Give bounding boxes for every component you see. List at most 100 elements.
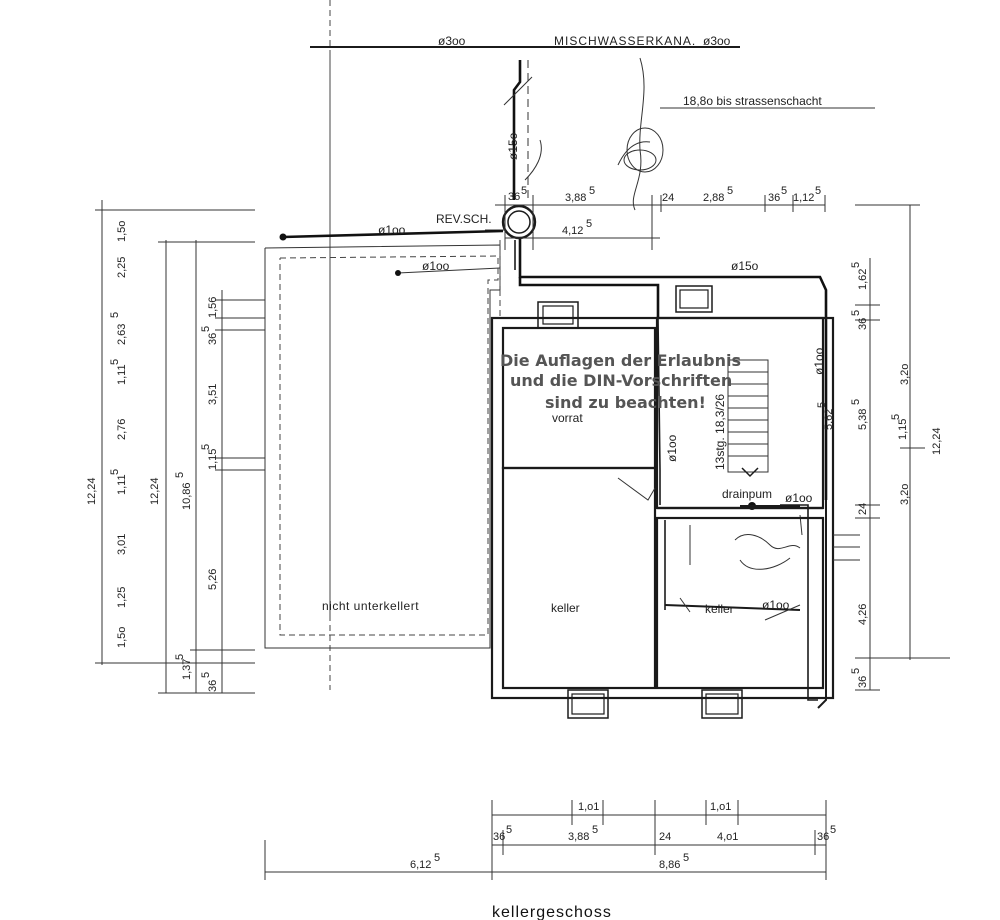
dim-bottom-9: 8,86 [659,859,680,871]
dim-right-8: 3,2o [899,484,911,505]
room-label-cellar-right: keller [705,602,734,616]
dim-left-c6: 1,5o [116,627,128,648]
dim-right-7: 3,2o [899,364,911,385]
dim-left-c9: 1,5o [116,221,128,242]
dim-left-c7: 1,25 [116,587,128,608]
room-label-cellar-left: keller [551,601,580,615]
dim-top-6: 1,12 [793,192,814,204]
dim-bottom-7-sup: 5 [830,824,836,836]
dim-left-c4-sup: 5 [109,469,121,475]
dim-bottom-8: 6,12 [410,859,431,871]
dim-top-4: 2,88 [703,192,724,204]
dim-bottom-1: 1,o1 [578,801,599,813]
dim-bottom-9-sup: 5 [683,852,689,864]
stamp-line-3: sind zu beachten! [545,393,706,412]
door-swing [617,477,656,501]
vertical-pipe-dia: ø15o [506,132,520,160]
dim-bottom-3-sup: 5 [506,824,512,836]
dim-left-b1: 3,51 [207,384,219,405]
dim-bottom-6: 4,o1 [717,831,738,843]
left-dimension-chains [95,200,265,694]
pipe-label-5: ø1oo [665,434,679,462]
dim-top-2-sup: 5 [589,185,595,197]
inspection-label: REV.SCH. [436,212,492,226]
dim-bottom-4-sup: 5 [592,824,598,836]
connection-label: 18,8o bis strassenschacht [683,94,822,108]
dim-top-4-sup: 5 [727,185,733,197]
dim-left-b4: 36 [207,333,219,345]
dim-right-1-sup: 5 [850,262,862,268]
dim-left-c2: 1,11 [116,364,128,385]
drawing-title: kellergeschoss [492,904,612,920]
dim-right-4: 24 [857,503,869,515]
dim-bottom-5: 24 [659,831,671,843]
staircase [727,359,769,478]
dim-top-5-sup: 5 [781,185,787,197]
pipe-label-6: ø1oo [762,598,790,612]
stairs-label: 13stg. 18,3/26 [713,394,727,470]
dim-left-4-sup: 5 [174,654,186,660]
dim-top-7-sup: 5 [586,218,592,230]
right-dimension-chains [833,204,950,691]
stamp-line-2: und die DIN-Vorschriften [510,371,732,390]
dim-right-9: 12,24 [931,427,943,455]
dim-left-b5: 1,56 [207,297,219,318]
dim-right-6: 36 [857,676,869,688]
dim-top-1-sup: 5 [521,185,527,197]
dim-left-b2: 5,26 [207,569,219,590]
dim-right-10-sup: 5 [890,414,902,420]
dim-right-2: 36 [857,318,869,330]
dim-top-6-sup: 5 [815,185,821,197]
dim-bottom-2: 1,o1 [710,801,731,813]
dim-bottom-7: 36 [817,831,829,843]
dim-right-3: 5,38 [857,409,869,430]
dim-bottom-4: 3,88 [568,831,589,843]
drain-pipes [279,229,828,709]
stamp-line-1: Die Auflagen der Erlaubnis [500,351,741,370]
pipe-label-1: ø1oo [378,223,406,237]
dim-left-c8: 2,25 [116,257,128,278]
connection-pipe [503,60,875,200]
room-label-not-excavated: nicht unterkellert [322,599,419,613]
sewer-main [310,0,740,690]
dim-left-c1: 2,63 [116,324,128,345]
dim-left-b3-sup: 5 [200,444,212,450]
dim-left-b3: 1,15 [207,449,219,470]
dim-right-2-sup: 5 [850,310,862,316]
scribble-mark [524,57,664,211]
dim-right-3-sup: 5 [850,399,862,405]
dim-top-3: 24 [662,192,674,204]
dim-left-5: 36 [207,680,219,692]
dim-top-7: 4,12 [562,225,583,237]
dim-left-3: 10,86 [181,482,193,510]
dim-top-5: 36 [768,192,780,204]
dim-left-4: 1,37 [181,659,193,680]
pipe-label-2: ø1oo [422,259,450,273]
dim-bottom-3: 36 [493,831,505,843]
dim-top-1: 36 [508,191,520,203]
pipe-label-3: ø15o [731,259,759,273]
dim-left-c4: 1,11 [116,474,128,495]
dim-left-b4-sup: 5 [200,326,212,332]
dim-left-c1-sup: 5 [109,312,121,318]
pump-pipe-label: ø1oo [785,491,813,505]
dim-left-5-sup: 5 [200,672,212,678]
sewer-dia-left: ø3oo [438,34,466,48]
sewer-label: MISCHWASSERKANA. [554,34,696,48]
dim-left-3-sup: 5 [174,472,186,478]
dim-right-11: 5,62 [823,409,835,430]
dim-right-6-sup: 5 [850,668,862,674]
handwritten-scribble [679,534,801,621]
dim-left-c2-sup: 5 [109,359,121,365]
approval-stamp: Die Auflagen der Erlaubnis und die DIN-V… [500,351,741,412]
dim-right-10: 1,15 [897,419,909,440]
drain-pump-label: drainpum [722,487,772,501]
inspection-chamber [485,204,537,240]
top-dimension-chain [495,195,826,250]
bottom-dimension-chains [264,800,827,880]
dim-right-11-sup: 5 [816,402,828,408]
dim-left-total-outer: 12,24 [86,477,98,505]
dim-right-5: 4,26 [857,604,869,625]
building-walls [490,285,835,719]
